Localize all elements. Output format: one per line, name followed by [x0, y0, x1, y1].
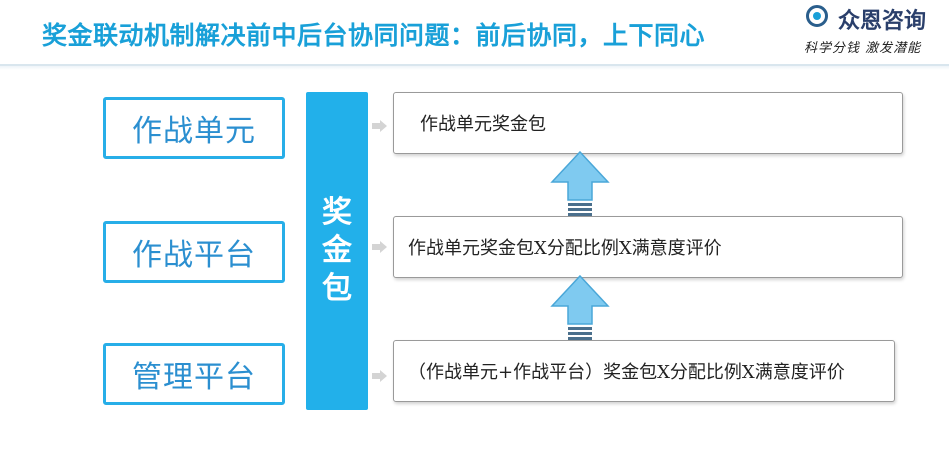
left-box-combat-unit: 作战单元: [103, 97, 285, 159]
right-box-management-bonus: （作战单元+作战平台）奖金包X分配比例X满意度评价: [393, 340, 895, 402]
up-arrow-icon: [550, 274, 610, 340]
left-box-management-platform: 管理平台: [103, 343, 285, 405]
connector-arrow-icon: [372, 120, 387, 132]
logo-slogan: 科学分钱 激发潜能: [804, 41, 922, 56]
right-box-platform-bonus: 作战单元奖金包X分配比例X满意度评价: [393, 216, 903, 278]
header-divider: [0, 64, 949, 66]
up-arrow-icon: [550, 150, 610, 216]
page-title: 奖金联动机制解决前中后台协同问题：前后协同，上下同心: [42, 21, 706, 50]
left-box-combat-platform: 作战平台: [103, 221, 285, 283]
bonus-pool-bar: 奖 金 包: [306, 92, 368, 410]
logo-icon: [806, 5, 828, 27]
right-box-unit-bonus: 作战单元奖金包: [393, 92, 903, 154]
connector-arrow-icon: [372, 241, 387, 253]
bonus-bar-char: 奖: [322, 195, 352, 230]
company-logo: 众恩咨询 科学分钱 激发潜能: [802, 3, 949, 61]
bonus-bar-char: 金: [322, 233, 352, 268]
connector-arrow-icon: [372, 370, 387, 382]
bonus-bar-char: 包: [322, 271, 352, 306]
logo-name: 众恩咨询: [838, 9, 927, 34]
